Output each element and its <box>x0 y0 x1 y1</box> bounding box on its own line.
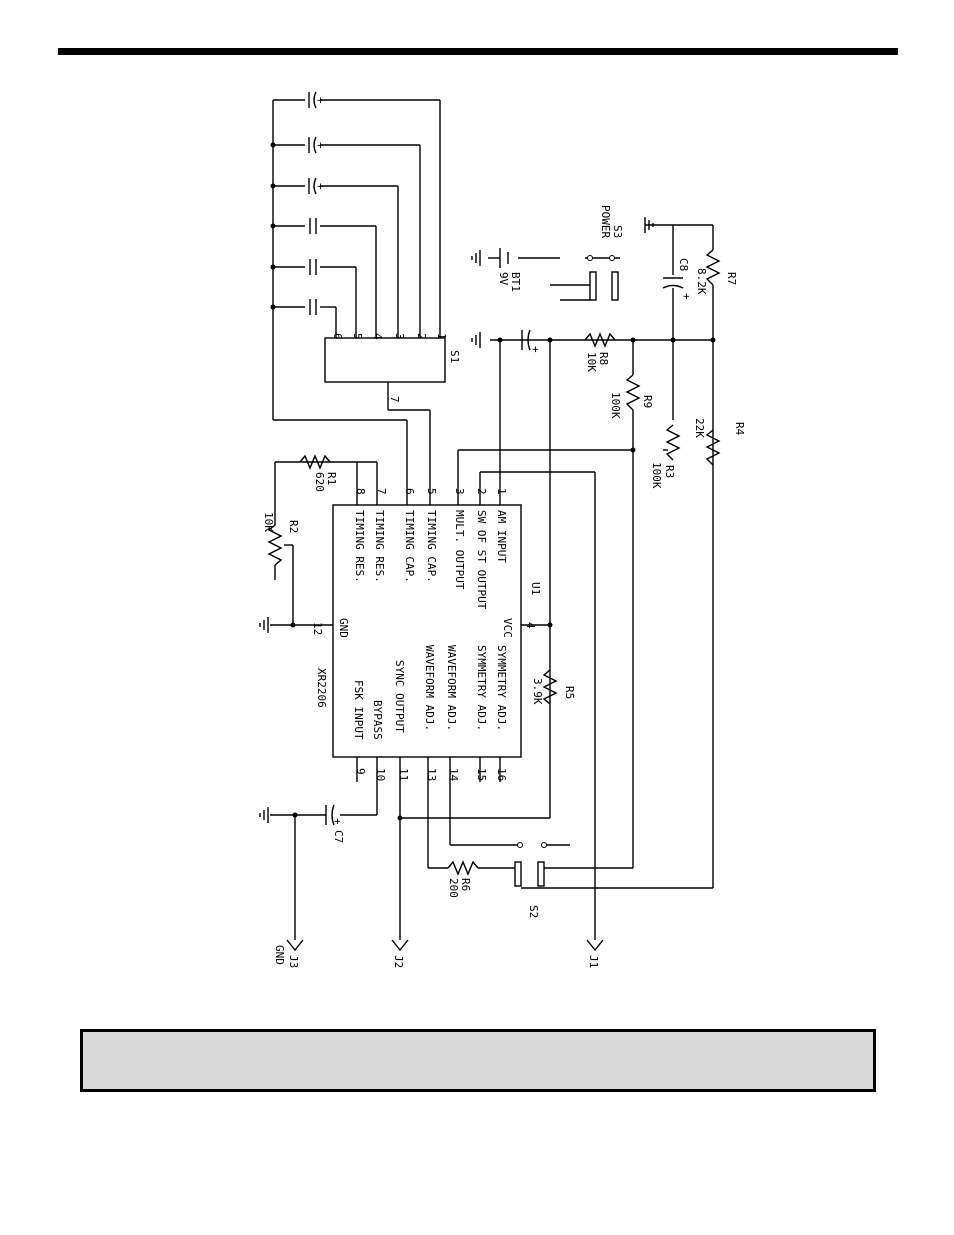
caption-box <box>80 1029 876 1092</box>
polarity-mark: + <box>314 183 327 190</box>
u1-pin-15-num: 15 <box>475 768 488 781</box>
j2-name: J2 <box>392 955 405 968</box>
u1-pin-14-label: WAVEFORM ADJ. <box>445 645 458 731</box>
u1-pin-10-num: 10 <box>374 768 387 781</box>
u1-pin-10-label: BYPASS <box>371 700 384 740</box>
u1-pin-11-label: SYNC OUTPUT <box>393 660 406 733</box>
u1-pin-6-label: TIMING CAP. <box>403 510 416 583</box>
u1-pin-3-label: MULT. OUTPUT <box>453 510 466 590</box>
u1-designator: U1 <box>529 582 542 595</box>
u1-pin-7-num: 7 <box>375 488 388 495</box>
u1-pin-9-label: FSK INPUT <box>352 680 365 740</box>
u1-pin-4-num: 4 <box>524 622 537 629</box>
u1-pin-13-num: 13 <box>425 768 438 781</box>
j3-value: GND <box>273 945 286 965</box>
caption-text <box>83 1032 873 1068</box>
u1-pin-4-label: VCC <box>501 618 514 638</box>
r9-value: 100K <box>609 392 622 419</box>
s2-name: S2 <box>527 905 540 918</box>
s1-pin-6: 6 <box>331 333 344 340</box>
j3-name: J3 <box>287 955 300 968</box>
u1-pin-8-num: 8 <box>354 488 367 495</box>
r9-name: R9 <box>641 395 654 408</box>
u1-pin-15-label: SYMMETRY ADJ. <box>475 645 488 731</box>
s1-pin-2: 2 <box>415 333 428 340</box>
r7-name: R7 <box>725 272 738 285</box>
u1-pin-8-label: TIMING RES. <box>353 510 366 583</box>
s1-pin-3: 3 <box>393 333 406 340</box>
header-rule <box>58 48 898 55</box>
bt1-name: BT1 <box>509 272 522 292</box>
polarity-mark: + <box>314 97 327 104</box>
polarity-mark: + <box>680 293 693 300</box>
u1-pin-14-num: 14 <box>447 768 460 782</box>
u1-pin-5-label: TIMING CAP. <box>425 510 438 583</box>
r4-value: 22K <box>693 418 706 438</box>
polarity-mark: + <box>314 142 327 149</box>
u1-pin-12-label: GND <box>337 618 350 638</box>
r2-name: R2 <box>287 520 300 533</box>
u1-pin-16-num: 16 <box>495 768 508 781</box>
r4-name: R4 <box>733 422 746 436</box>
u1-pin-2-num: 2 <box>475 488 488 495</box>
r1-value: 620 <box>313 472 326 492</box>
s1-pin-1: 1 <box>435 333 448 340</box>
polarity-mark: + <box>331 818 344 825</box>
r6-name: R6 <box>459 878 472 891</box>
j1-name: J1 <box>587 955 600 968</box>
r1-name: R1 <box>325 472 338 485</box>
r3-value: 100K <box>650 462 663 489</box>
s3-value: POWER <box>599 205 612 238</box>
u1-pin-6-num: 6 <box>403 488 416 495</box>
u1-pin-11-num: 11 <box>397 768 410 781</box>
r6-value: 200 <box>447 878 460 898</box>
s1-pin-4: 4 <box>371 333 384 340</box>
s1-pin-5: 5 <box>351 333 364 340</box>
u1-pin-13-label: WAVEFORM ADJ. <box>423 645 436 731</box>
s3-name: S3 <box>611 225 624 238</box>
c8-name: C8 <box>677 258 690 271</box>
u1-pin-2-label: SW OF ST OUTPUT <box>475 510 488 610</box>
r8-name: R8 <box>597 352 610 365</box>
u1-pin-1-label: AM INPUT <box>495 510 508 563</box>
u1-pin-7-label: TIMING RES. <box>373 510 386 583</box>
r2-value: 10K <box>262 512 275 532</box>
s1-designator: S1 <box>448 350 461 363</box>
s1-pin-7: 7 <box>388 396 401 403</box>
u1-pin-3-num: 3 <box>453 488 466 495</box>
schematic-junctions <box>270 142 716 848</box>
u1-pin-16-label: SYMMETRY ADJ. <box>495 645 508 731</box>
r8-value: 10K <box>585 352 598 372</box>
r3-name: R3 <box>663 465 676 478</box>
u1-pin-5-num: 5 <box>425 488 438 495</box>
u1-pin-9-num: 9 <box>354 768 367 775</box>
r5-value: 3.9K <box>531 678 544 705</box>
c7-name: C7 <box>332 830 345 843</box>
u1-pin-12-num: 12 <box>311 622 324 635</box>
r7-value: 8.2K <box>695 268 708 295</box>
schematic-wires <box>259 91 721 952</box>
polarity-mark: + <box>529 346 542 353</box>
bt1-value: 9V <box>497 272 510 286</box>
u1-part-number: XR2206 <box>315 668 328 708</box>
schematic-diagram: 1 2 3 4 5 6 7 S1 1 AM INPUT 2 SW OF ST O… <box>259 91 746 968</box>
r5-name: R5 <box>563 686 576 699</box>
u1-pin-1-num: 1 <box>495 488 508 495</box>
